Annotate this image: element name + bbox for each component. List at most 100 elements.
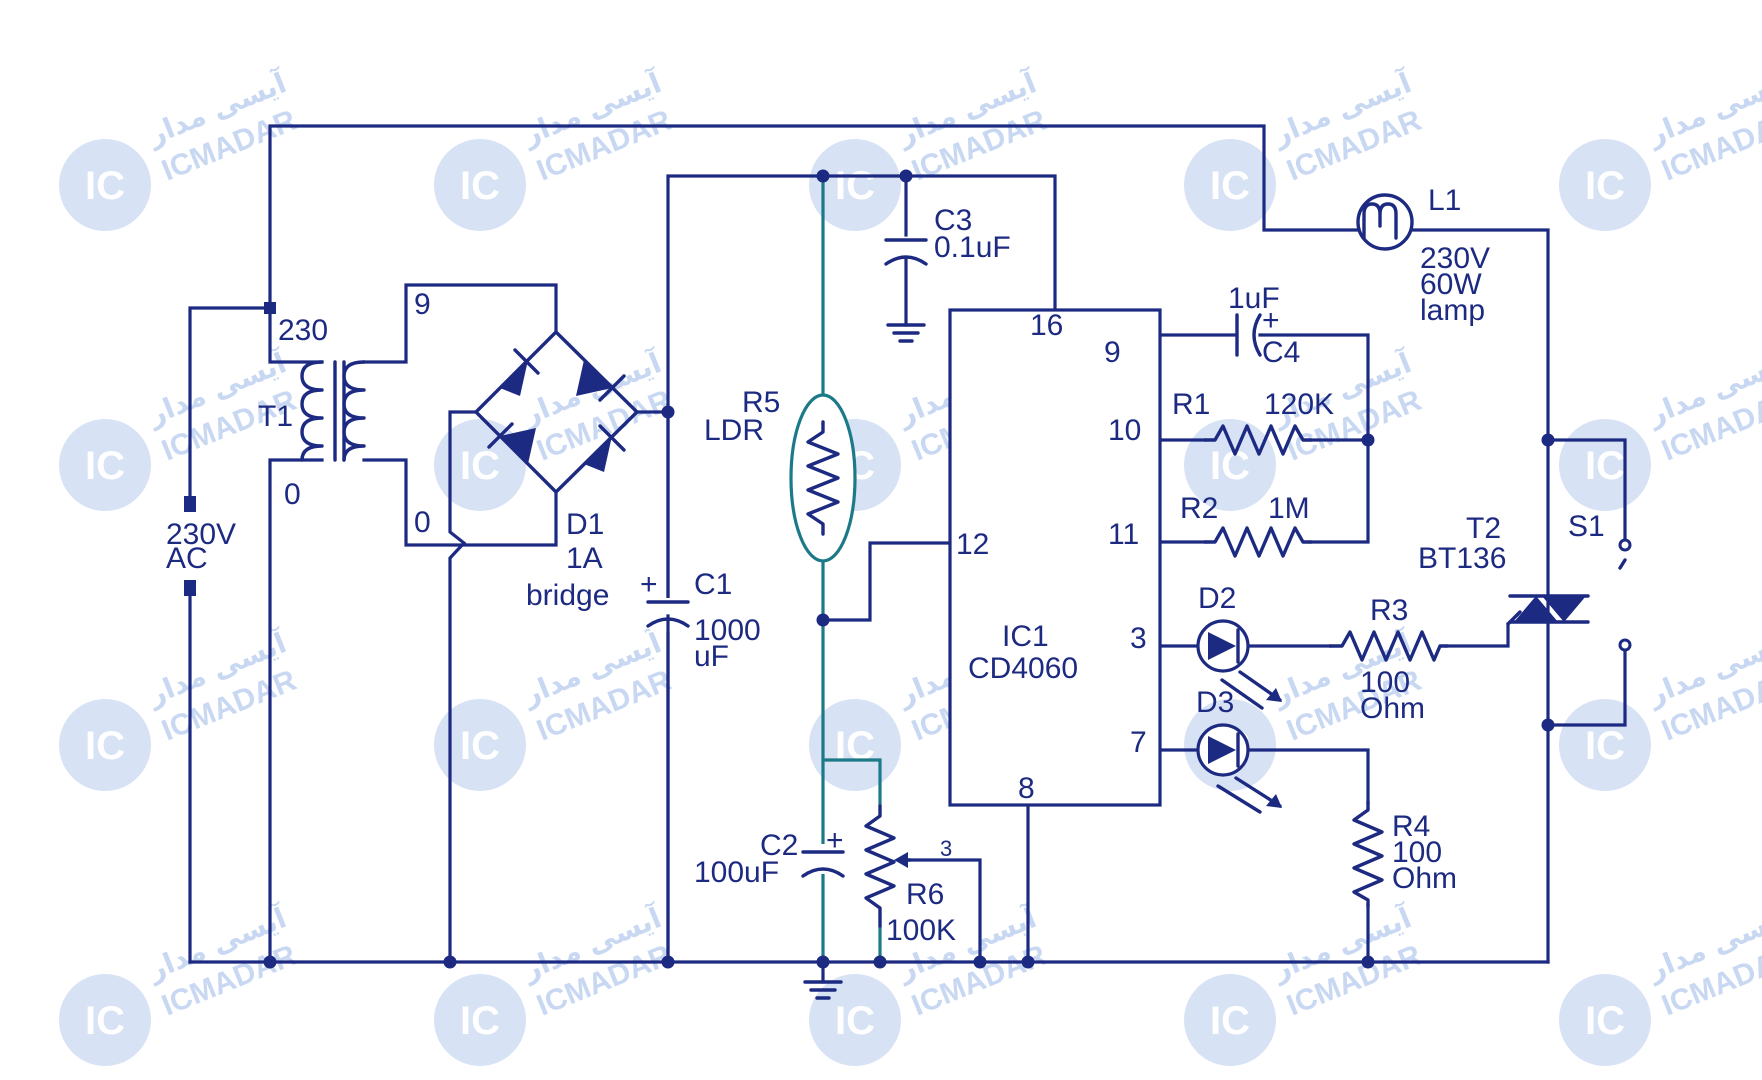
r4-ref-label: R4 — [1392, 810, 1430, 843]
r6-ref-label: R6 — [906, 878, 944, 911]
lamp-l1: L1 230V 60W lamp — [1356, 184, 1490, 327]
r1-value-label: 120K — [1264, 388, 1334, 421]
ic1-pin-9: 9 — [1104, 336, 1121, 369]
c1-polarity: + — [640, 568, 658, 601]
svg-text:IC: IC — [1210, 164, 1250, 208]
t2-part-label: BT136 — [1418, 542, 1506, 575]
wires — [188, 124, 1627, 964]
r3-unit-label: Ohm — [1360, 692, 1425, 725]
r2-value-label: 1M — [1268, 492, 1310, 525]
capacitor-c3: C3 0.1uF — [884, 204, 1011, 343]
svg-text:IC: IC — [460, 724, 500, 768]
transformer-t1: 230 T1 0 9 0 — [258, 288, 431, 539]
r3-value-label: 100 — [1360, 666, 1410, 699]
ic1-ref-label: IC1 — [1002, 620, 1049, 653]
t1-ref-label: T1 — [258, 400, 293, 433]
ic1-cd4060: 16 9 10 11 12 3 7 8 IC1 CD4060 — [948, 308, 1162, 807]
c4-ref-label: C4 — [1262, 336, 1300, 369]
ic1-pin-10: 10 — [1108, 414, 1141, 447]
led-d3: D3 — [1196, 686, 1282, 814]
l1-type-label: lamp — [1420, 294, 1485, 327]
svg-text:IC: IC — [85, 444, 125, 488]
ac-voltage-label: 230V — [166, 518, 236, 551]
l1-power-label: 60W — [1420, 268, 1482, 301]
ic1-pin-16: 16 — [1030, 309, 1063, 342]
bridge-rectifier-d1: D1 1A bridge — [474, 330, 639, 612]
r4-unit-label: Ohm — [1392, 862, 1457, 895]
r5-type-label: LDR — [704, 414, 764, 447]
c4-value-label: 1uF — [1228, 282, 1280, 315]
svg-text:IC: IC — [460, 999, 500, 1043]
c2-ref-label: C2 — [760, 829, 798, 862]
t1-secondary-top-label: 9 — [414, 288, 431, 321]
led-d2: D2 — [1196, 582, 1282, 710]
c1-unit-label: uF — [694, 640, 729, 673]
svg-text:IC: IC — [460, 164, 500, 208]
r4-value-label: 100 — [1392, 836, 1442, 869]
d1-rating-label: 1A — [566, 542, 603, 575]
ic1-pin-8: 8 — [1018, 772, 1035, 805]
c3-value-label: 0.1uF — [934, 231, 1011, 264]
c2-value-label: 100uF — [694, 856, 779, 889]
svg-text:IC: IC — [1210, 999, 1250, 1043]
ac-input: 230V AC — [166, 496, 236, 596]
svg-text:IC: IC — [85, 999, 125, 1043]
resistor-r4: R4 100 Ohm — [1352, 800, 1457, 908]
ic1-pin-11: 11 — [1108, 518, 1139, 551]
ac-type-label: AC — [166, 542, 208, 575]
d3-ref-label: D3 — [1196, 686, 1234, 719]
r6-value-label: 100K — [886, 914, 956, 947]
r6-wiper-pin-label: 3 — [940, 836, 952, 861]
junction-dots — [263, 169, 1555, 969]
d1-ref-label: D1 — [566, 508, 604, 541]
resistor-r3: R3 100 Ohm — [1328, 594, 1449, 725]
s1-ref-label: S1 — [1568, 510, 1605, 543]
r5-ref-label: R5 — [742, 386, 780, 419]
resistor-r1: R1 120K — [1172, 388, 1334, 456]
ic1-pin-7: 7 — [1130, 726, 1147, 759]
t1-primary-bottom-label: 0 — [284, 478, 301, 511]
svg-text:IC: IC — [1585, 444, 1625, 488]
r2-ref-label: R2 — [1180, 492, 1218, 525]
resistor-r2: R2 1M — [1180, 492, 1313, 558]
l1-voltage-label: 230V — [1420, 242, 1490, 275]
ic1-pin-3: 3 — [1130, 622, 1147, 655]
c4-polarity: + — [1262, 304, 1280, 337]
c1-ref-label: C1 — [694, 568, 732, 601]
svg-text:IC: IC — [1585, 164, 1625, 208]
d2-ref-label: D2 — [1198, 582, 1236, 615]
l1-ref-label: L1 — [1428, 184, 1461, 217]
switch-s1: S1 — [1568, 510, 1632, 652]
t2-ref-label: T2 — [1466, 512, 1501, 545]
svg-text:IC: IC — [460, 444, 500, 488]
c3-ref-label: C3 — [934, 204, 972, 237]
potentiometer-r6: 3 R6 100K — [864, 804, 956, 947]
triac-t2: T2 BT136 — [1418, 512, 1590, 626]
svg-text:IC: IC — [85, 164, 125, 208]
c2-polarity: + — [826, 824, 844, 857]
capacitor-c4: 1uF + C4 — [1228, 282, 1300, 369]
t1-secondary-bottom-label: 0 — [414, 506, 431, 539]
d1-type-label: bridge — [526, 579, 609, 612]
capacitor-c2: + C2 100uF — [694, 824, 845, 1000]
capacitor-c1: + C1 1000 uF — [640, 568, 761, 964]
svg-text:IC: IC — [1585, 999, 1625, 1043]
ldr-r5: R5 LDR — [704, 386, 857, 563]
svg-text:IC: IC — [835, 164, 875, 208]
r3-ref-label: R3 — [1370, 594, 1408, 627]
svg-text:IC: IC — [1210, 444, 1250, 488]
svg-text:IC: IC — [85, 724, 125, 768]
